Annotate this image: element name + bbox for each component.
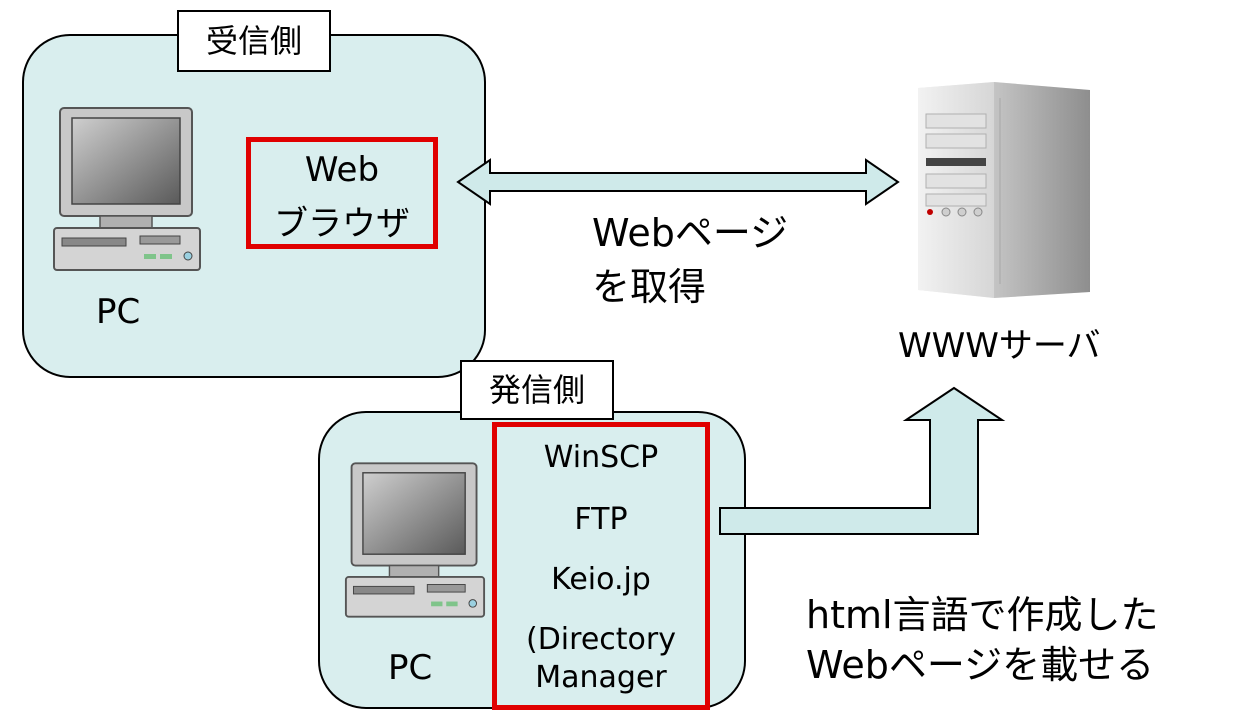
double-arrow — [456, 158, 900, 206]
tool-manager: Manager — [535, 660, 667, 695]
upload-tools-box — [492, 422, 710, 710]
receiver-label: 受信側 — [177, 10, 331, 72]
tool-keio-jp: Keio.jp — [551, 562, 651, 597]
receiver-pc-label: PC — [96, 292, 141, 332]
upload-line2: Webページを載せる — [806, 643, 1155, 687]
sender-pc-icon — [344, 462, 486, 618]
get-line1: Webページ — [592, 211, 789, 255]
tool-ftp: FTP — [574, 502, 628, 537]
server-icon — [918, 82, 1090, 298]
upload-line1: html言語で作成した — [806, 593, 1159, 637]
get-line2: を取得 — [592, 265, 707, 309]
upload-arrow — [719, 386, 1006, 535]
sender-label: 発信側 — [460, 360, 614, 420]
web-browser-box — [246, 137, 438, 249]
browser-line2: ブラウザ — [274, 204, 410, 244]
sender-pc-label: PC — [388, 648, 433, 688]
tool-directory: (Directory — [526, 622, 676, 657]
tool-winscp: WinSCP — [543, 440, 659, 475]
server-label: WWWサーバ — [898, 326, 1101, 366]
receiver-pc-icon — [53, 107, 201, 271]
browser-line1: Web — [304, 150, 380, 190]
